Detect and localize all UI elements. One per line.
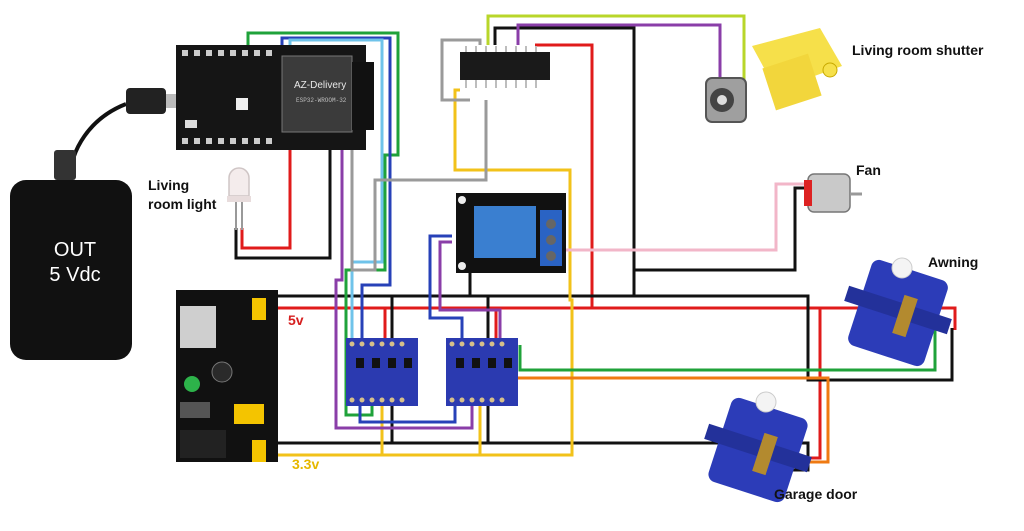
battery-label-line1: OUT: [53, 239, 97, 261]
label-33v: 3.3v: [292, 456, 320, 472]
label-fan: Fan: [856, 162, 881, 178]
wire-gnd-ic: [493, 26, 636, 296]
wire-lightblue-esp: [288, 38, 384, 345]
battery-label: OUT 5 Vdc: [20, 238, 130, 288]
motor-driver-ic: [460, 46, 550, 88]
wire-33v-rail: [278, 88, 574, 457]
wire-purple-relay: [438, 240, 502, 345]
wires: [234, 14, 957, 472]
wire-5v-rail: [278, 306, 957, 330]
label-light: Living room light: [148, 176, 216, 214]
garage-servo: [704, 391, 812, 503]
wire-blue-shifter2: [358, 405, 457, 424]
wire-grey-esp: [350, 100, 488, 272]
wire-grey-ic: [440, 38, 482, 102]
label-5v: 5v: [288, 312, 304, 328]
led: [227, 167, 251, 230]
level-shifter-2: [446, 338, 518, 406]
wire-blue-esp: [280, 36, 392, 345]
label-awning: Awning: [928, 254, 979, 270]
shutter-motor: [705, 28, 842, 123]
wire-gnd-rail: [278, 294, 954, 382]
wire-purple-esp: [334, 150, 474, 430]
label-garage: Garage door: [774, 486, 858, 502]
wire-purple-shutter: [516, 23, 722, 80]
esp32-module: ESP32-WROOM-32: [296, 97, 347, 104]
wire-lime-shutter: [486, 14, 746, 80]
battery-label-line2: 5 Vdc: [49, 264, 101, 286]
battery-pack: [10, 88, 186, 360]
awning-servo: [844, 257, 952, 367]
esp32-board: [176, 45, 374, 150]
power-module: [176, 290, 278, 462]
label-light-line2: room light: [148, 196, 217, 212]
fan-motor: [804, 173, 862, 213]
wire-blue-relay: [428, 234, 464, 345]
wire-gnd-fan: [632, 186, 808, 296]
wire-red-ic: [535, 43, 594, 55]
esp32-brand: AZ-Delivery: [294, 80, 347, 91]
relay-module: [456, 193, 566, 273]
wire-green-awning: [518, 325, 937, 372]
label-light-line1: Living: [148, 177, 190, 193]
wire-gnd-light: [234, 150, 332, 260]
label-shutter: Living room shutter: [852, 42, 984, 58]
level-shifter-1: [346, 338, 418, 406]
wire-red-light: [240, 150, 292, 250]
wire-pink-fan: [556, 182, 808, 252]
